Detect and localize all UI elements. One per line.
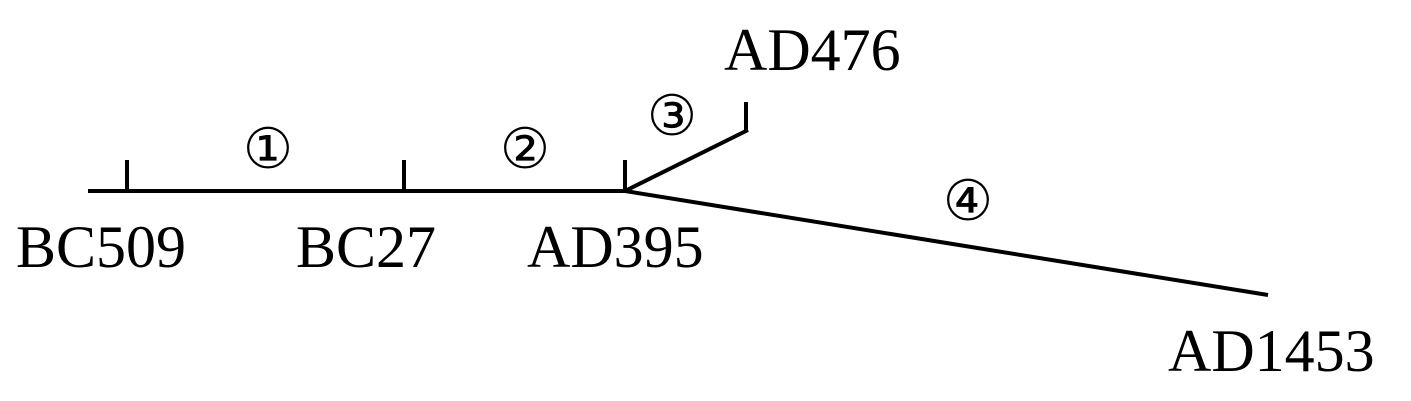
branch-west-line (624, 128, 749, 193)
label-bc27: BC27 (296, 214, 436, 280)
period-2-marker: ② (500, 117, 550, 182)
label-bc509: BC509 (16, 214, 186, 280)
label-ad476: AD476 (724, 17, 901, 83)
label-ad395: AD395 (527, 214, 704, 280)
branch-east-line (624, 189, 1269, 297)
label-ad1453: AD1453 (1168, 318, 1375, 384)
period-4-marker: ④ (943, 169, 993, 234)
period-3-marker: ③ (647, 84, 697, 149)
period-1-marker: ① (243, 117, 293, 182)
